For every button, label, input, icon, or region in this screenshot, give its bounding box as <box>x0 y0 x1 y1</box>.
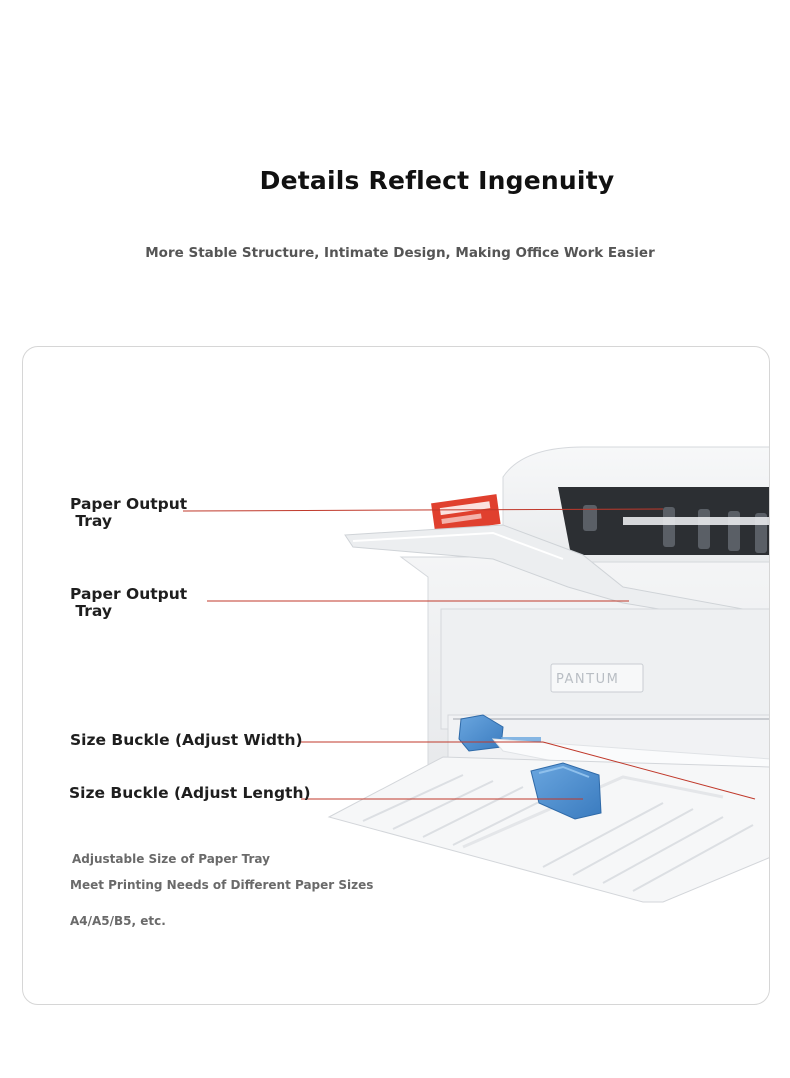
callout-line-output-1 <box>182 508 664 512</box>
callout-size-buckle-width: Size Buckle (Adjust Width) <box>70 731 303 749</box>
callout-line-width-diag <box>542 741 756 800</box>
warning-sticker <box>431 494 501 534</box>
length-buckle <box>530 762 602 820</box>
note-adjustable-size: Adjustable Size of Paper Tray <box>72 852 270 866</box>
tray-ribs <box>362 774 754 892</box>
product-detail-card: PANTUM <box>22 346 770 1005</box>
input-tray-extension <box>327 756 769 903</box>
page-subtitle: More Stable Structure, Intimate Design, … <box>145 245 655 261</box>
printer-illustration: PANTUM <box>182 446 769 903</box>
callout-paper-output-tray-2: Paper Output Tray <box>70 585 188 620</box>
note-printing-needs: Meet Printing Needs of Different Paper S… <box>70 878 374 892</box>
brand-logo: PANTUM <box>556 672 619 687</box>
callout-size-buckle-length: Size Buckle (Adjust Length) <box>69 784 311 802</box>
callout-paper-output-tray-1: Paper Output Tray <box>70 495 188 530</box>
page-title: Details Reflect Ingenuity <box>259 166 615 195</box>
note-paper-sizes: A4/A5/B5, etc. <box>70 914 166 928</box>
callout-lines <box>182 508 756 800</box>
